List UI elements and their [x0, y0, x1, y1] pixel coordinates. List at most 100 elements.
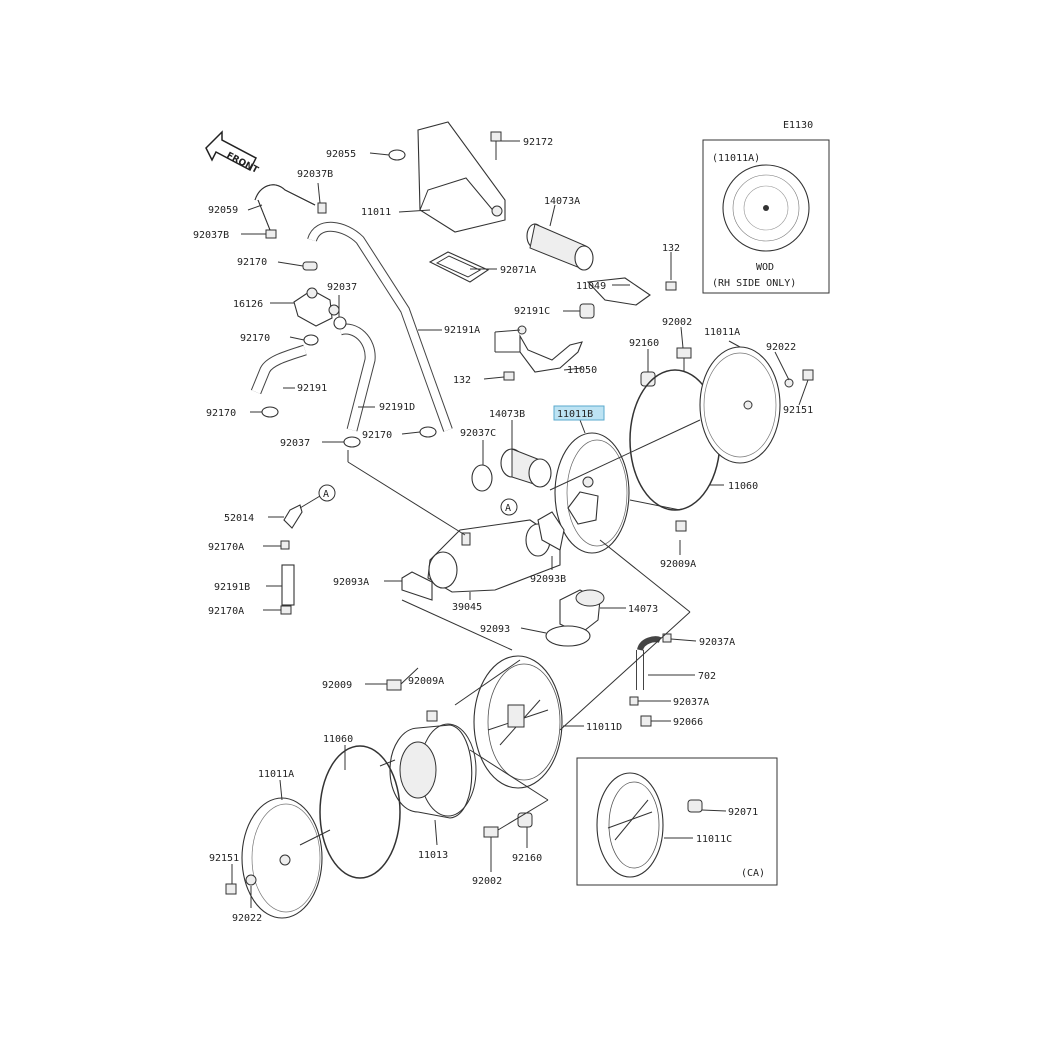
- label-39045: 39045: [452, 602, 482, 613]
- label-92037-top: 92037: [327, 282, 357, 293]
- label-92172: 92172: [523, 137, 553, 148]
- label-92037-mid: 92037: [280, 438, 310, 449]
- backplate-11011b-icon: [554, 432, 630, 554]
- label-92002-bot: 92002: [472, 876, 502, 887]
- bolt-92009a-bot-icon: [426, 710, 438, 722]
- gasket-92093-icon: [545, 625, 591, 647]
- label-92002-top: 92002: [662, 317, 692, 328]
- bolt-132-icon: [665, 266, 677, 291]
- label-92151-top: 92151: [783, 405, 813, 416]
- bolt-92009-icon: [386, 667, 419, 691]
- label-11011a-bot: 11011A: [258, 769, 294, 780]
- washer-92022-icon: [784, 378, 794, 388]
- label-92022-top: 92022: [766, 342, 796, 353]
- inset-backplate-icon: [596, 772, 664, 878]
- clamp-92170-d-icon: [419, 426, 437, 438]
- filter-11013-icon: [389, 723, 477, 819]
- label-92160-top: 92160: [629, 338, 659, 349]
- backplate-11011d-icon: [473, 655, 563, 789]
- cover-11011a-bot-icon: [241, 797, 323, 919]
- fitting-92066-icon: [640, 715, 652, 727]
- label-11011b[interactable]: 11011B: [557, 409, 593, 420]
- label-702: 702: [698, 671, 716, 682]
- label-92170a-2: 92170A: [208, 606, 244, 617]
- label-92059: 92059: [208, 205, 238, 216]
- label-11011c: 11011C: [696, 834, 732, 845]
- label-11013: 11013: [418, 850, 448, 861]
- label-11011a-top: 11011A: [704, 327, 740, 338]
- label-92160-bot: 92160: [512, 853, 542, 864]
- label-92191c: 92191C: [514, 306, 550, 317]
- ring-11060-bot-icon: [319, 745, 401, 879]
- bolt-92151-bot-icon: [225, 883, 237, 895]
- label-92009a-bot: 92009A: [408, 676, 444, 687]
- label-92191a: 92191A: [444, 325, 480, 336]
- hose-92059-icon: [254, 184, 316, 231]
- label-11060-bot: 11060: [323, 734, 353, 745]
- label-92170a-1: 92170A: [208, 542, 244, 553]
- svg-text:A: A: [505, 503, 511, 514]
- gasket-92093a-icon: [401, 571, 433, 601]
- label-11049: 11049: [576, 281, 606, 292]
- label-92170-d: 92170: [362, 430, 392, 441]
- label-52014: 52014: [224, 513, 254, 524]
- label-92037b-left: 92037B: [193, 230, 229, 241]
- washer-92022-bot-icon: [245, 874, 257, 886]
- label-92037c: 92037C: [460, 428, 496, 439]
- clamp-92037c-icon: [471, 464, 493, 492]
- hose-92191b-icon: [281, 564, 295, 606]
- label-92055: 92055: [326, 149, 356, 160]
- label-11011d: 11011D: [586, 722, 622, 733]
- label-92009: 92009: [322, 680, 352, 691]
- bracket-11050-icon: [517, 325, 583, 373]
- label-92191d: 92191D: [379, 402, 415, 413]
- label-92170-a: 92170: [237, 257, 267, 268]
- hose-14073-icon: [559, 589, 605, 635]
- label-11060-top: 11060: [728, 481, 758, 492]
- collar-92160-bot-icon: [517, 812, 533, 828]
- clamp-92037-icon: [343, 436, 361, 448]
- label-92037b-top: 92037B: [297, 169, 333, 180]
- label-92093b: 92093B: [530, 574, 566, 585]
- gasket-92093b-icon: [537, 511, 565, 551]
- label-92170-b: 92170: [240, 333, 270, 344]
- label-92071: 92071: [728, 807, 758, 818]
- valve-16126-icon: [293, 261, 340, 327]
- svg-text:A: A: [323, 489, 329, 500]
- label-92009a-top: 92009A: [660, 559, 696, 570]
- cover-11011a-icon: [699, 346, 781, 464]
- label-132-top: 132: [662, 243, 680, 254]
- bracket-11049-icon: [586, 277, 651, 306]
- diagram-code: E1130: [783, 120, 813, 131]
- pipe-52014-icon: [283, 504, 303, 529]
- label-11050: 11050: [567, 365, 597, 376]
- part-labels: 92055 92172 92037B 92059 11011 14073A 92…: [193, 137, 813, 924]
- label-92037a-1: 92037A: [699, 637, 735, 648]
- clip-92037b-left-icon: [265, 229, 277, 239]
- o-ring-92055-icon: [388, 149, 406, 161]
- label-92093a: 92093A: [333, 577, 369, 588]
- inset-wod-part: (11011A): [712, 153, 760, 164]
- label-92066: 92066: [673, 717, 703, 728]
- inset-wod: (11011A) WOD (RH SIDE ONLY): [702, 139, 830, 294]
- label-92151-bot: 92151: [209, 853, 239, 864]
- label-132-mid: 132: [453, 375, 471, 386]
- label-92191: 92191: [297, 383, 327, 394]
- label-92022-bot: 92022: [232, 913, 262, 924]
- clamp-92170-icon: [261, 406, 279, 418]
- ref-a-lower: A: [500, 498, 518, 516]
- inset-wod-caption-2: (RH SIDE ONLY): [712, 278, 796, 289]
- front-arrow-icon: FRONT: [205, 130, 260, 176]
- label-92093: 92093: [480, 624, 510, 635]
- clip-92037a-2-icon: [629, 696, 639, 706]
- clamp-92170-b-icon: [303, 334, 319, 346]
- inset-wod-caption: WOD: [756, 262, 774, 273]
- label-14073a: 14073A: [544, 196, 580, 207]
- label-92170-c: 92170: [206, 408, 236, 419]
- bolt-92009a-icon: [675, 520, 687, 532]
- hose-92191-icon: [250, 344, 307, 395]
- highlight-11011b: [553, 405, 605, 421]
- ref-a-upper: A: [318, 484, 336, 502]
